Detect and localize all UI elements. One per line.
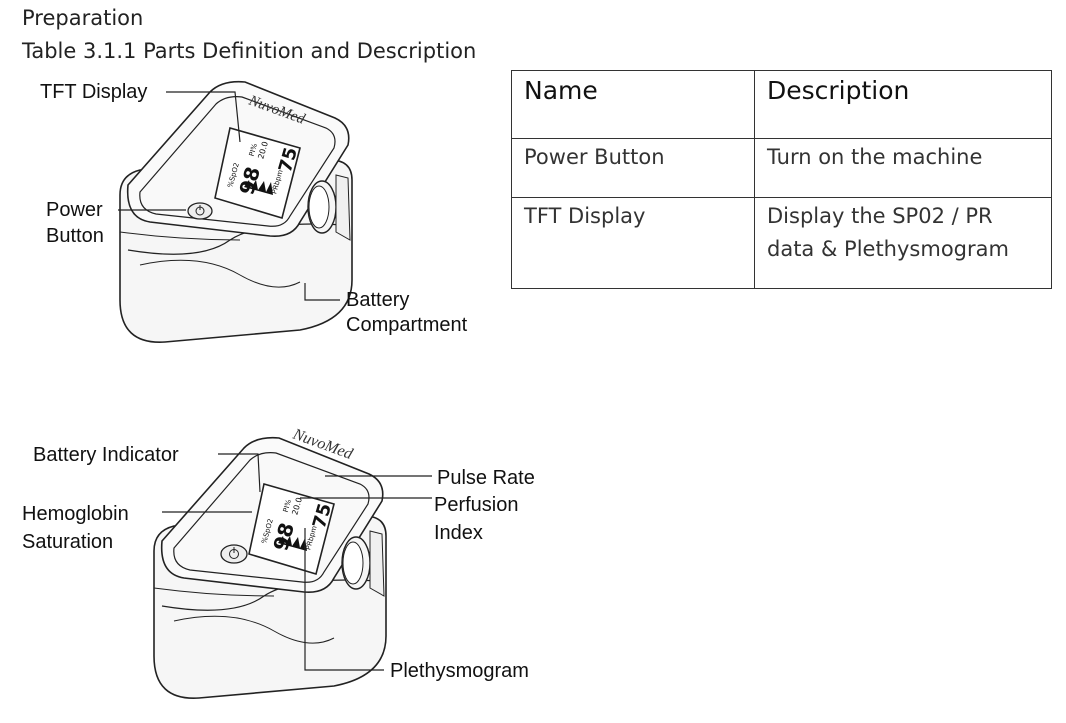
callout-hemoglobin-saturation: Saturation: [22, 531, 113, 553]
callout-pulse-rate: Pulse Rate: [437, 467, 535, 489]
callout-leader: [304, 528, 384, 671]
callout-leader: [166, 91, 241, 143]
column-header-description: Description: [754, 70, 1052, 139]
callout-battery-compartment: Battery: [346, 289, 409, 311]
callout-hemoglobin-saturation: Hemoglobin: [22, 503, 129, 525]
callout-perfusion-index: Index: [434, 522, 483, 544]
pi-label: PI%: [282, 498, 293, 513]
plethysmogram-waveform: [244, 180, 273, 195]
callout-tft-display: TFT Display: [40, 81, 147, 103]
power-button-icon: [220, 544, 248, 564]
parts-table: Name Description Power Button Turn on th…: [511, 70, 1052, 289]
table-row: TFT Display Display the SP02 / PR data &…: [511, 197, 1052, 289]
power-button-icon: [187, 202, 213, 220]
callout-leader: [304, 283, 340, 301]
callout-power-button: Power: [46, 199, 103, 221]
section-heading: Preparation: [22, 6, 144, 30]
pi-label: PI%: [248, 142, 259, 157]
callout-plethysmogram: Plethysmogram: [390, 660, 529, 682]
callout-perfusion-index: Perfusion: [434, 494, 519, 516]
callout-battery-compartment: Compartment: [346, 314, 468, 336]
plethysmogram-waveform: [278, 536, 307, 551]
table-cell-name: TFT Display: [511, 197, 755, 289]
table-cell-name: Power Button: [511, 138, 755, 198]
callout-power-button: Button: [46, 225, 104, 247]
table-caption: Table 3.1.1 Parts Definition and Descrip…: [22, 39, 477, 63]
table-cell-description: Display the SP02 / PR data & Plethysmogr…: [754, 197, 1052, 289]
callout-leader: [218, 453, 261, 493]
column-header-name: Name: [511, 70, 755, 139]
table-header-row: Name Description: [511, 70, 1052, 139]
callout-battery-indicator: Battery Indicator: [33, 444, 179, 466]
